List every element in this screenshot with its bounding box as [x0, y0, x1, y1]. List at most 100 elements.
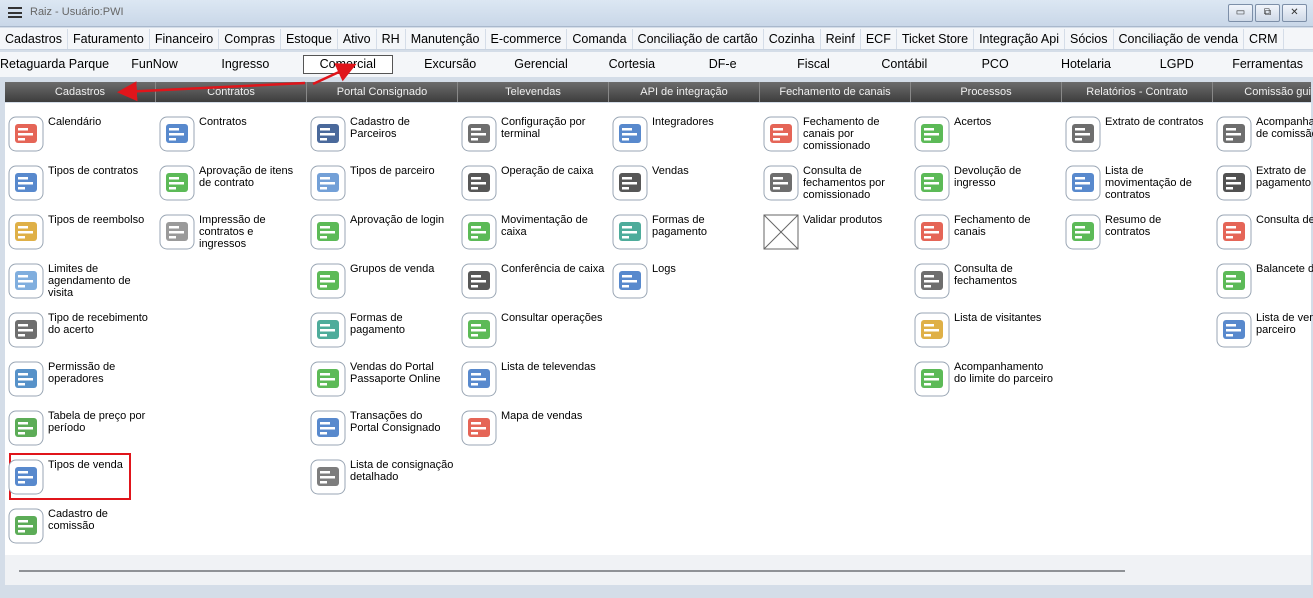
shortcut-item[interactable]: Balancete dos guias	[1213, 258, 1313, 307]
module-tab-9[interactable]: Contábil	[881, 57, 928, 71]
shortcut-item[interactable]: Tipos de venda	[5, 454, 156, 503]
module-tab-6[interactable]: Cortesia	[608, 57, 656, 71]
shortcut-item[interactable]: Vendas	[609, 160, 760, 209]
sales-portal-icon	[310, 361, 346, 397]
shortcut-item[interactable]: Acertos	[911, 111, 1062, 160]
list-refresh-icon	[1065, 214, 1101, 250]
shortcut-item[interactable]: Tipos de reembolso	[5, 209, 156, 258]
shortcut-item[interactable]: Configuração por terminal	[458, 111, 609, 160]
module-tab-13[interactable]: Ferramentas	[1232, 57, 1304, 71]
payment-forms-icon	[612, 214, 648, 250]
menu-item-12[interactable]: Reinf	[821, 28, 861, 49]
shortcut-item[interactable]: Aprovação de login	[307, 209, 458, 258]
shortcut-item[interactable]: Mapa de vendas	[458, 405, 609, 454]
menu-item-4[interactable]: Estoque	[281, 28, 338, 49]
shortcut-item[interactable]: Lista de consignação detalhado	[307, 454, 458, 503]
shortcut-label: Balancete dos guias	[1256, 263, 1313, 275]
hamburger-menu-icon[interactable]	[8, 7, 22, 18]
menu-item-18[interactable]: CRM	[1244, 28, 1284, 49]
shortcut-item[interactable]: Tabela de preço por período	[5, 405, 156, 454]
menu-item-13[interactable]: ECF	[861, 28, 897, 49]
module-tab-0[interactable]: Retaguarda Parque	[0, 57, 110, 71]
shortcut-item[interactable]: Consulta de vendas	[1213, 209, 1313, 258]
person-scale-icon	[1216, 263, 1252, 299]
shortcut-item[interactable]: Formas de pagamento	[609, 209, 760, 258]
shortcut-label: Consulta de fechamentos por comissionado	[803, 165, 885, 201]
shortcut-item[interactable]: Operação de caixa	[458, 160, 609, 209]
menu-item-7[interactable]: Manutenção	[406, 28, 486, 49]
shortcut-item[interactable]: Tipos de parceiro	[307, 160, 458, 209]
menu-item-1[interactable]: Faturamento	[68, 28, 150, 49]
menu-item-8[interactable]: E-commerce	[486, 28, 568, 49]
shortcut-item[interactable]: Permissão de operadores	[5, 356, 156, 405]
shortcut-item[interactable]: Vendas do Portal Passaporte Online	[307, 356, 458, 405]
shortcut-item[interactable]: Transações do Portal Consignado	[307, 405, 458, 454]
shortcut-label: Configuração por terminal	[501, 116, 586, 140]
menu-item-5[interactable]: Ativo	[338, 28, 377, 49]
shortcut-item[interactable]: Tipos de contratos	[5, 160, 156, 209]
module-tab-11[interactable]: Hotelaria	[1060, 57, 1111, 71]
line-chart-icon	[461, 410, 497, 446]
shortcut-item[interactable]: Extrato de contratos	[1062, 111, 1213, 160]
shortcut-item[interactable]: Extrato de pagamento	[1213, 160, 1313, 209]
shortcut-item[interactable]: Cadastro de Parceiros	[307, 111, 458, 160]
menu-item-15[interactable]: Integração Api	[974, 28, 1065, 49]
shortcut-item[interactable]: Tipo de recebimento do acerto	[5, 307, 156, 356]
menu-item-16[interactable]: Sócios	[1065, 28, 1114, 49]
shortcut-item[interactable]: Lista de visitantes	[911, 307, 1062, 356]
document-person-icon	[310, 165, 346, 201]
module-tab-1[interactable]: FunNow	[131, 57, 178, 71]
shortcut-item[interactable]: Resumo de contratos	[1062, 209, 1213, 258]
shortcut-item[interactable]: Consulta de fechamentos	[911, 258, 1062, 307]
shortcut-item[interactable]: Devolução de ingresso	[911, 160, 1062, 209]
shortcut-item[interactable]: Consultar operações	[458, 307, 609, 356]
shortcut-item[interactable]: Grupos de venda	[307, 258, 458, 307]
shortcut-item[interactable]: Acompanhamento do limite do parceiro	[911, 356, 1062, 405]
menu-item-10[interactable]: Conciliação de cartão	[633, 28, 764, 49]
menu-item-11[interactable]: Cozinha	[764, 28, 821, 49]
shortcut-item[interactable]: Fechamento de canais	[911, 209, 1062, 258]
shortcut-item[interactable]: Conferência de caixa	[458, 258, 609, 307]
module-tab-4[interactable]: Excursão	[424, 57, 477, 71]
shortcut-item[interactable]: Lista de movimentação de contratos	[1062, 160, 1213, 209]
shortcut-label: Operação de caixa	[501, 165, 594, 177]
approval-icon	[310, 214, 346, 250]
module-tab-10[interactable]: PCO	[981, 57, 1009, 71]
shortcut-label: Devolução de ingresso	[954, 165, 1022, 189]
menu-item-3[interactable]: Compras	[219, 28, 281, 49]
shortcut-item[interactable]: Contratos	[156, 111, 307, 160]
shortcut-item[interactable]: Calendário	[5, 111, 156, 160]
module-tab-12[interactable]: LGPD	[1159, 57, 1194, 71]
shortcut-item[interactable]: Movimentação de caixa	[458, 209, 609, 258]
menu-item-17[interactable]: Conciliação de venda	[1114, 28, 1245, 49]
menu-item-14[interactable]: Ticket Store	[897, 28, 975, 49]
menu-item-6[interactable]: RH	[377, 28, 406, 49]
shortcut-item[interactable]: Cadastro de comissão	[5, 503, 156, 552]
shortcut-item[interactable]: Acompanhamento de comissão guias	[1213, 111, 1313, 160]
shortcut-item[interactable]: Validar produtos	[760, 209, 911, 258]
shortcut-item[interactable]: Integradores	[609, 111, 760, 160]
restore-button[interactable]: ⧉	[1255, 4, 1280, 22]
horizontal-scrollbar[interactable]	[19, 570, 1125, 572]
shortcut-item[interactable]: Impressão de contratos e ingressos	[156, 209, 307, 258]
menu-item-9[interactable]: Comanda	[567, 28, 633, 49]
shortcut-item[interactable]: Formas de pagamento	[307, 307, 458, 356]
cash-register-icon	[612, 165, 648, 201]
minimize-button[interactable]: ▭	[1228, 4, 1253, 22]
shortcut-item[interactable]: Lista de vendas parceiro	[1213, 307, 1313, 356]
close-button[interactable]: ✕	[1282, 4, 1307, 22]
shortcut-item[interactable]: Limites de agendamento de visita	[5, 258, 156, 307]
shortcut-item[interactable]: Aprovação de itens de contrato	[156, 160, 307, 209]
shortcut-item[interactable]: Fechamento de canais por comissionado	[760, 111, 911, 160]
module-tab-8[interactable]: Fiscal	[797, 57, 830, 71]
sale-list-icon	[8, 459, 44, 495]
shortcut-item[interactable]: Lista de televendas	[458, 356, 609, 405]
module-tab-5[interactable]: Gerencial	[514, 57, 568, 71]
menu-item-2[interactable]: Financeiro	[150, 28, 220, 49]
menu-item-0[interactable]: Cadastros	[0, 28, 68, 49]
module-tab-3[interactable]: Comercial	[302, 55, 393, 74]
shortcut-item[interactable]: Logs	[609, 258, 760, 307]
shortcut-item[interactable]: Consulta de fechamentos por comissionado	[760, 160, 911, 209]
module-tab-7[interactable]: DF-e	[708, 57, 737, 71]
module-tab-2[interactable]: Ingresso	[221, 57, 270, 71]
